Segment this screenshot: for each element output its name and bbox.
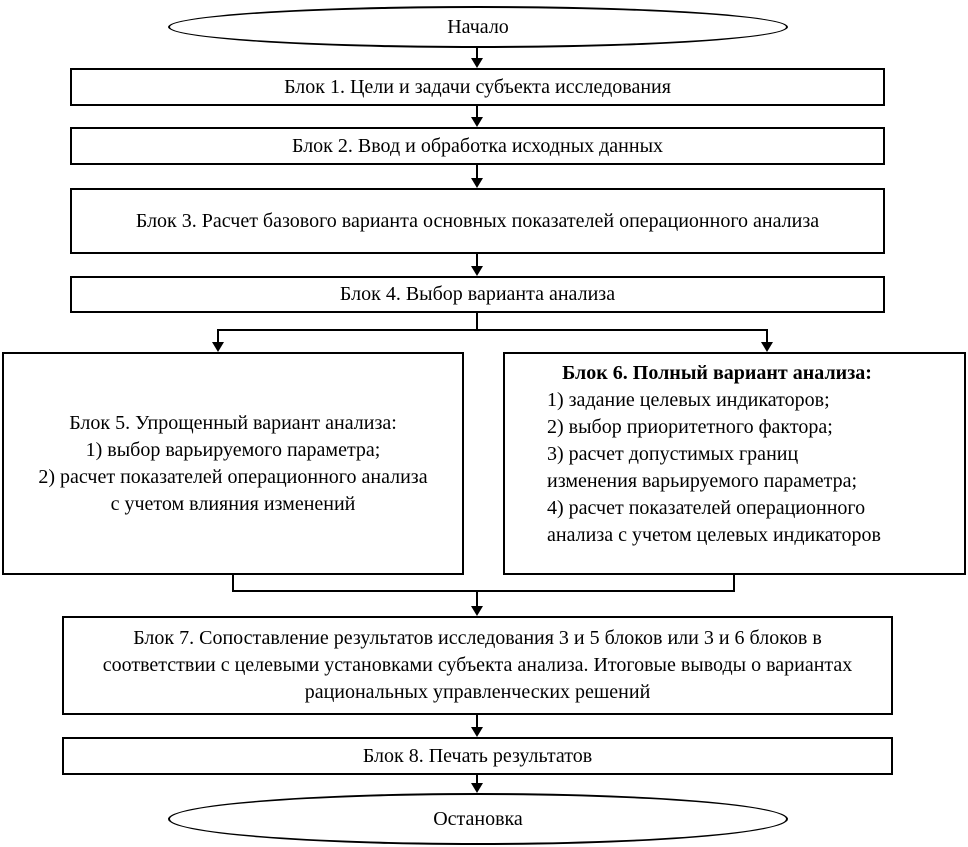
- block-6-item-2: 2) выбор приоритетного фактора;: [547, 416, 833, 438]
- arrow-b8-to-end-head: [471, 783, 483, 793]
- branch-left-line: [217, 329, 219, 343]
- block-6-item-3: 3) расчет допустимых границ изменения ва…: [547, 443, 858, 492]
- block-2-label: Блок 2. Ввод и обработка исходных данных: [291, 134, 664, 157]
- arrow-b7-to-b8-line: [476, 715, 478, 728]
- arrow-b3-to-b4-head: [471, 266, 483, 276]
- branch-stem-line: [476, 313, 478, 330]
- block-6-title: Блок 6. Полный вариант анализа:: [562, 362, 872, 384]
- arrow-b7-to-b8-head: [471, 727, 483, 737]
- branch-left-head: [212, 342, 224, 352]
- arrow-b2-to-b3-head: [471, 178, 483, 188]
- block-1: Блок 1. Цели и задачи субъекта исследова…: [70, 68, 885, 106]
- arrow-start-to-b1-line: [476, 48, 478, 60]
- arrow-b1-to-b2-line: [476, 106, 478, 119]
- block-5-item-2: 2) расчет показателей операционного анал…: [38, 465, 428, 515]
- arrow-start-to-b1-head: [471, 58, 483, 68]
- block-3: Блок 3. Расчет базового варианта основны…: [70, 188, 885, 254]
- block-5: Блок 5. Упрощенный вариант анализа: 1) в…: [2, 352, 464, 575]
- block-8-label: Блок 8. Печать результатов: [362, 744, 593, 767]
- block-6: Блок 6. Полный вариант анализа: 1) задан…: [503, 352, 966, 575]
- block-6-content: Блок 6. Полный вариант анализа: 1) задан…: [547, 360, 887, 549]
- block-7-label: Блок 7. Сопоставление результатов исслед…: [102, 627, 853, 703]
- block-6-item-4: 4) расчет показателей операционного анал…: [547, 497, 881, 546]
- merge-stem-head: [471, 606, 483, 616]
- start-terminator: Начало: [168, 6, 788, 48]
- block-2: Блок 2. Ввод и обработка исходных данных: [70, 127, 885, 165]
- merge-left-line: [232, 575, 234, 592]
- block-3-label: Блок 3. Расчет базового варианта основны…: [135, 209, 820, 232]
- arrow-b2-to-b3-line: [476, 165, 478, 180]
- arrow-b1-to-b2-head: [471, 117, 483, 127]
- merge-right-line: [733, 575, 735, 592]
- block-5-item-1: 1) выбор варьируемого параметра;: [85, 438, 381, 461]
- end-terminator: Остановка: [168, 793, 788, 845]
- block-7: Блок 7. Сопоставление результатов исслед…: [62, 616, 893, 715]
- block-6-item-1: 1) задание целевых индикаторов;: [547, 389, 830, 411]
- arrow-b8-to-end-line: [476, 775, 478, 785]
- block-8: Блок 8. Печать результатов: [62, 737, 893, 775]
- branch-horizontal-line: [217, 329, 768, 331]
- merge-stem-line: [476, 590, 478, 607]
- branch-right-line: [766, 329, 768, 343]
- block-5-content: Блок 5. Упрощенный вариант анализа: 1) в…: [38, 410, 428, 518]
- block-4-label: Блок 4. Выбор варианта анализа: [339, 283, 616, 305]
- arrow-b3-to-b4-line: [476, 254, 478, 268]
- end-label: Остановка: [433, 807, 523, 830]
- branch-right-head: [761, 342, 773, 352]
- start-label: Начало: [447, 15, 509, 38]
- block-5-title: Блок 5. Упрощенный вариант анализа:: [69, 411, 397, 434]
- merge-horizontal-line: [232, 590, 735, 592]
- block-1-label: Блок 1. Цели и задачи субъекта исследова…: [284, 75, 671, 98]
- block-4: Блок 4. Выбор варианта анализа: [70, 276, 885, 313]
